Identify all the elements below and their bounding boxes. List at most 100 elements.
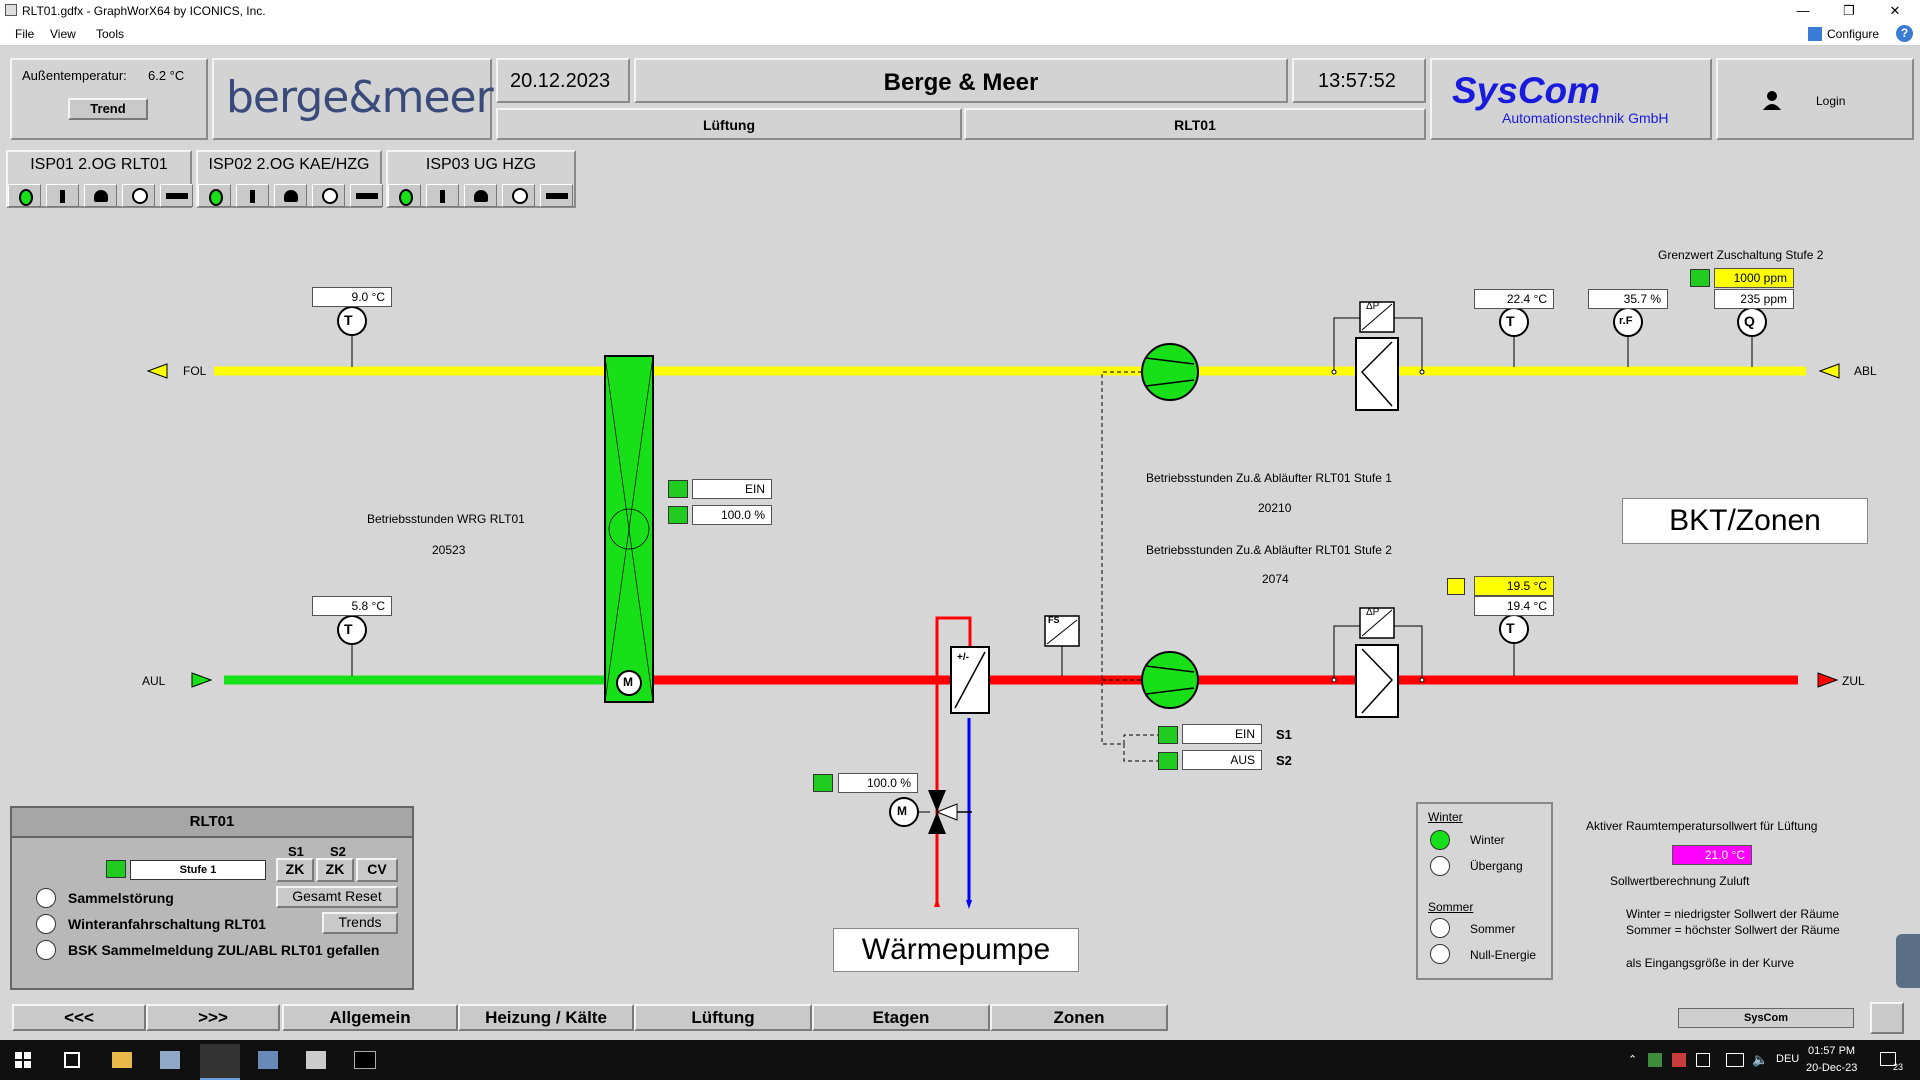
s2-auto-icon[interactable] <box>1158 752 1178 770</box>
nav-allgemein-button[interactable]: Allgemein <box>282 1004 458 1031</box>
aul-temp-sensor-letter: T <box>344 621 353 637</box>
close-icon[interactable]: ✕ <box>1889 3 1901 18</box>
isp1-remote-icon[interactable] <box>46 184 79 207</box>
tray-app-icon[interactable] <box>1648 1053 1662 1067</box>
isp3-remote-icon[interactable] <box>426 184 459 207</box>
network-icon[interactable] <box>1726 1053 1744 1067</box>
taskbar-app3-icon[interactable] <box>306 1051 326 1069</box>
stage-value[interactable]: Stufe 1 <box>130 860 266 880</box>
winteranfahr-label: Winteranfahrschaltung RLT01 <box>68 916 266 932</box>
isp1-status-ok-icon[interactable] <box>8 184 41 207</box>
isp2-remote-icon[interactable] <box>236 184 269 207</box>
abl-label: ABL <box>1854 364 1877 378</box>
uebergang-radio[interactable] <box>1430 856 1450 876</box>
configure-button[interactable]: Configure <box>1827 27 1880 41</box>
user-icon <box>1763 91 1781 110</box>
terminal-icon[interactable] <box>354 1051 376 1069</box>
language-indicator[interactable]: DEU <box>1776 1053 1800 1065</box>
nav-prev-button[interactable]: <<< <box>12 1004 146 1031</box>
bkt-zonen-button[interactable]: BKT/Zonen <box>1622 498 1868 544</box>
nav-heizung-button[interactable]: Heizung / Kälte <box>458 1004 634 1031</box>
exhaust-dp-letter: ΔP <box>1366 301 1380 312</box>
isp1-plug-icon[interactable] <box>160 184 193 207</box>
isp2-status-ok-icon[interactable] <box>198 184 231 207</box>
grenzwert-auto-icon[interactable] <box>1690 269 1710 287</box>
file-explorer-icon[interactable] <box>112 1052 132 1068</box>
tray-chevron-icon[interactable]: ⌃ <box>1628 1054 1638 1066</box>
room-setpoint-value[interactable]: 21.0 °C <box>1672 845 1752 865</box>
trend-button[interactable]: Trend <box>68 98 148 120</box>
nav-lueftung-button[interactable]: Lüftung <box>634 1004 812 1031</box>
task-view-icon[interactable] <box>64 1052 80 1068</box>
wrg-motor-letter: M <box>623 675 633 689</box>
zk-s2-button[interactable]: ZK <box>316 858 354 882</box>
bsk-indicator <box>36 940 56 960</box>
settings-icon[interactable] <box>1870 1002 1904 1034</box>
valve-auto-icon[interactable] <box>813 774 833 792</box>
isp2-clock-icon[interactable] <box>312 184 345 207</box>
restore-icon[interactable]: ❐ <box>1843 3 1855 18</box>
winter-header: Winter <box>1428 810 1463 824</box>
login-button[interactable]: Login <box>1816 94 1846 108</box>
isp3-status-ok-icon[interactable] <box>388 184 421 207</box>
notification-icon[interactable] <box>1880 1052 1896 1066</box>
zul-temp-value: 19.4 °C <box>1474 596 1554 616</box>
s1-auto-icon[interactable] <box>1158 726 1178 744</box>
minimize-icon[interactable]: — <box>1796 3 1810 18</box>
menu-file[interactable]: File <box>15 27 35 41</box>
wrg-auto-icon[interactable] <box>668 480 688 498</box>
windows-start-icon[interactable] <box>15 1052 31 1068</box>
supply-dp-letter: ΔP <box>1366 607 1380 618</box>
sommer-radio[interactable] <box>1430 918 1450 938</box>
wrg-percent-auto-icon[interactable] <box>668 506 688 524</box>
exhaust-fan-icon <box>1141 343 1199 401</box>
nav-etagen-button[interactable]: Etagen <box>812 1004 990 1031</box>
isp3-plug-icon[interactable] <box>540 184 573 207</box>
coil-letter: +/- <box>957 652 969 663</box>
null-energie-radio[interactable] <box>1430 944 1450 964</box>
isp1-clock-icon[interactable] <box>122 184 155 207</box>
tray-app3-icon[interactable] <box>1696 1053 1710 1067</box>
isp3-clock-icon[interactable] <box>502 184 535 207</box>
waermepumpe-button[interactable]: Wärmepumpe <box>833 928 1079 972</box>
help-icon[interactable]: ? <box>1896 25 1913 42</box>
setpoint-calc-label: Sollwertberechnung Zuluft <box>1610 874 1750 888</box>
taskbar-app2-icon[interactable] <box>258 1051 278 1069</box>
stage-auto-icon[interactable] <box>106 860 126 878</box>
winter-radio[interactable] <box>1430 830 1450 850</box>
bsk-label: BSK Sammelmeldung ZUL/ABL RLT01 gefallen <box>68 942 380 958</box>
login-panel[interactable]: Login <box>1716 58 1914 140</box>
isp3-alarm-bell-icon[interactable] <box>464 184 497 207</box>
isp1-alarm-bell-icon[interactable] <box>84 184 117 207</box>
taskbar-time[interactable]: 01:57 PM <box>1808 1045 1856 1057</box>
nav-zonen-button[interactable]: Zonen <box>990 1004 1168 1031</box>
hand-override-icon[interactable] <box>1447 578 1465 595</box>
date-display: 20.12.2023 <box>510 70 611 92</box>
tray-app2-icon[interactable] <box>1672 1053 1686 1067</box>
app-icon <box>5 4 17 16</box>
isp2-alarm-bell-icon[interactable] <box>274 184 307 207</box>
nav-next-button[interactable]: >>> <box>146 1004 280 1031</box>
berge-meer-logo: berge&meer <box>226 72 494 123</box>
syscom-info-field[interactable]: SysCom <box>1678 1008 1854 1028</box>
s2-label: S2 <box>1276 753 1292 768</box>
trends-button[interactable]: Trends <box>322 912 398 934</box>
menu-tools[interactable]: Tools <box>96 27 125 41</box>
zk-s1-button[interactable]: ZK <box>276 858 314 882</box>
gesamt-reset-button[interactable]: Gesamt Reset <box>276 886 398 908</box>
zul-setpoint-value[interactable]: 19.5 °C <box>1474 576 1554 596</box>
menu-view[interactable]: View <box>50 27 76 41</box>
grenzwert-value[interactable]: 1000 ppm <box>1714 268 1794 288</box>
configure-icon[interactable] <box>1808 27 1822 41</box>
syscom-logo-panel: SysCom Automationstechnik GmbH <box>1430 58 1712 140</box>
cv-button[interactable]: CV <box>356 858 398 882</box>
side-tab-icon[interactable] <box>1896 934 1920 988</box>
volume-icon[interactable]: 🔈 <box>1752 1052 1769 1067</box>
taskbar-app-icon[interactable] <box>160 1051 180 1069</box>
graphworx-task-icon[interactable] <box>200 1044 240 1080</box>
taskbar-date[interactable]: 20-Dec-23 <box>1806 1062 1858 1074</box>
isp2-plug-icon[interactable] <box>350 184 383 207</box>
area-panel: Lüftung <box>496 108 962 140</box>
valve-motor-letter: M <box>897 804 907 818</box>
